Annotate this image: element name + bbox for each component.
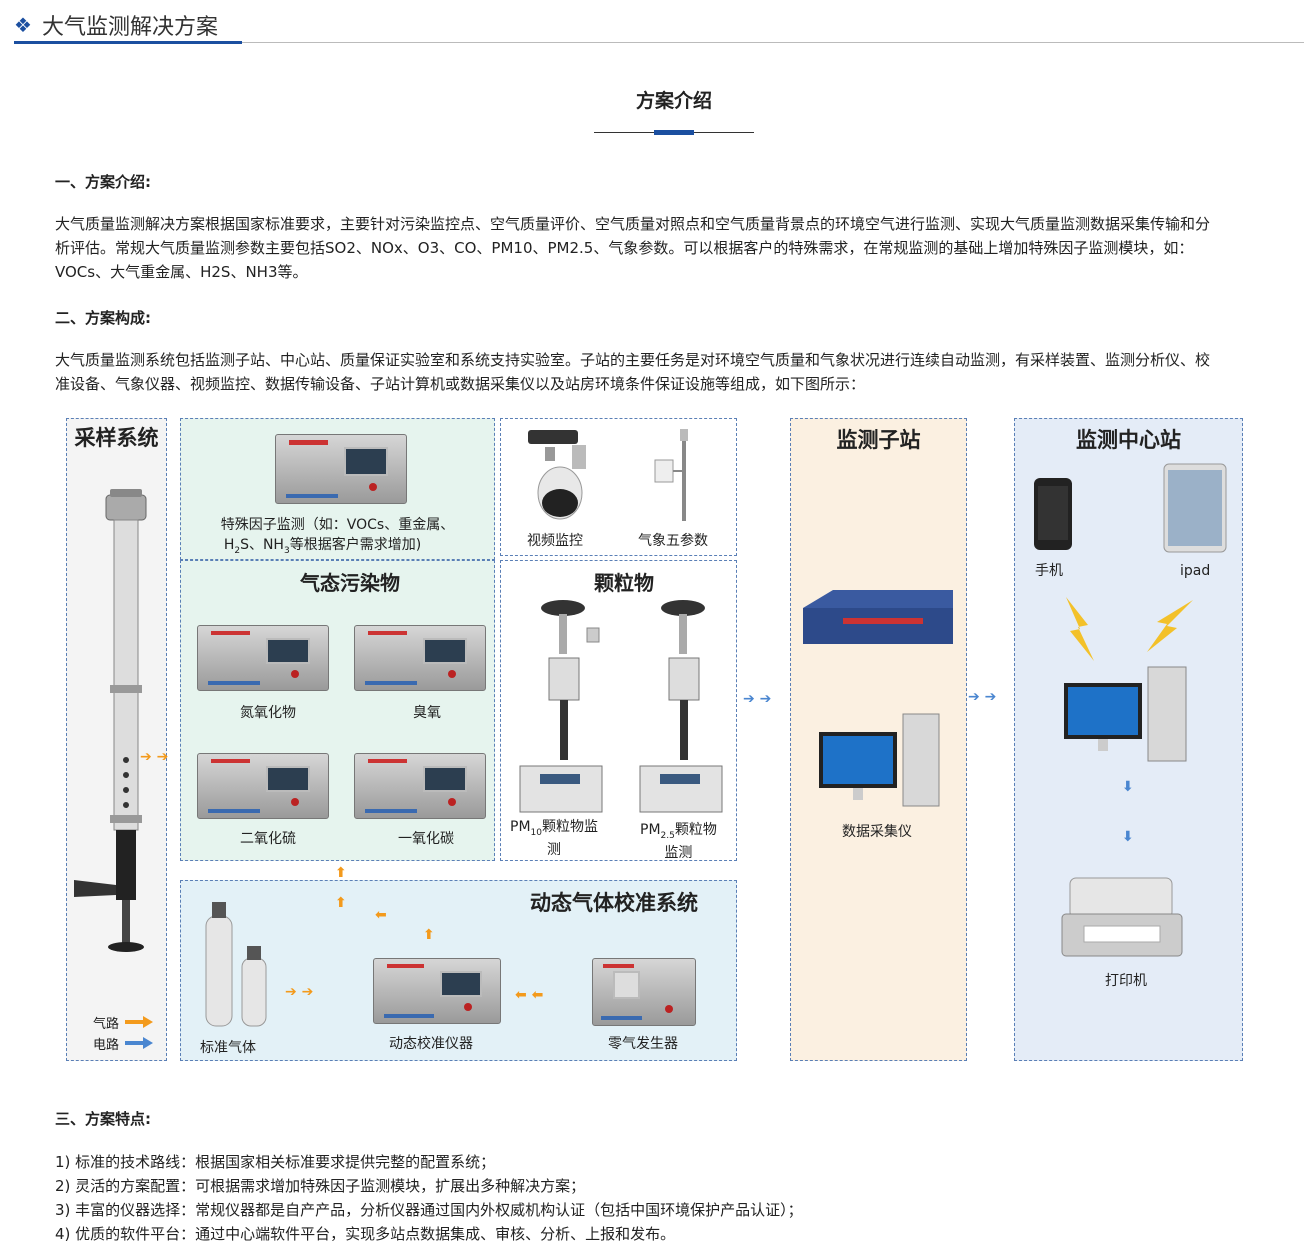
substation-title: 监测子站 [836,428,921,452]
o3-analyzer [354,625,486,691]
printer-label: 打印机 [1105,973,1147,989]
feature-item: 3) 丰富的仪器选择：常规仪器都是自产产品，分析仪器通过国内外权威机构认证（包括… [55,1201,803,1219]
gas-arrow-icon: ➔ ➔ [140,749,169,765]
std-gas-label: 标准气体 [200,1040,256,1056]
section-1-title: 一、方案介绍: [55,173,151,191]
heading-accent-bar [654,130,694,135]
page-header: ❖ 大气监测解决方案 [14,6,218,44]
gas-arrow-icon: ⬆ [335,895,347,911]
feature-item: 2) 灵活的方案配置：可根据需求增加特殊因子监测模块，扩展出多种解决方案； [55,1177,586,1195]
pm25-monitor-image [639,600,723,813]
electric-arrow-icon: ⬇ [1122,829,1134,845]
header-underline [14,41,242,44]
legend-gas-arrow-icon [125,1016,153,1028]
zero-gas-generator [592,958,696,1026]
ipad-icon [1163,463,1227,553]
particulate-title: 颗粒物 [594,571,654,595]
header-divider [14,42,1304,43]
section-3-title: 三、方案特点: [55,1110,151,1128]
feature-item: 1) 标准的技术路线：根据国家相关标准要求提供完整的配置系统； [55,1153,496,1171]
section-1-text: 大气质量监测解决方案根据国家标准要求，主要针对污染监控点、空气质量评价、空气质量… [55,215,1211,281]
legend-elec-label: 电路 [93,1038,120,1053]
gas-arrow-icon: ⬅ [375,907,387,923]
electric-arrow-icon: ➔ ➔ [743,691,772,707]
pm10-label: PM10颗粒物监 测 [510,819,598,858]
legend-elec-arrow-icon [125,1037,153,1049]
center-computer-image [1064,666,1187,762]
phone-label: 手机 [1035,563,1063,579]
co-label: 一氧化碳 [398,831,454,847]
calibrator-label: 动态校准仪器 [389,1036,473,1052]
feature-item: 4) 优质的软件平台：通过中心端软件平台，实现多站点数据集成、审核、分析、上报和… [55,1225,676,1243]
zero-gas-label: 零气发生器 [608,1036,678,1052]
video-label: 视频监控 [527,533,583,549]
center-title: 监测中心站 [1076,428,1181,452]
special-factor-label: 特殊因子监测（如：VOCs、重金属、 H2S、NH3等根据客户需求增加) [220,517,455,556]
phone-icon [1034,478,1072,550]
gas-cylinder-image [205,902,267,1027]
gas-arrow-icon: ➔ ➔ [285,984,314,1000]
calibration-title: 动态气体校准系统 [530,891,698,915]
camera-icon [528,430,586,520]
network-device-image [803,590,953,644]
pm10-monitor-image [519,600,603,813]
diamond-icon: ❖ [14,13,32,37]
gas-arrow-icon: ⬆ [335,865,347,881]
weather-station-icon [654,429,688,521]
weather-label: 气象五参数 [638,533,708,549]
data-acquisition-computer-image [819,713,940,807]
so2-analyzer [197,753,329,819]
printer-image [1061,877,1183,957]
calibrator-instrument [373,958,501,1024]
legend-gas-label: 气路 [93,1017,120,1032]
special-factor-instrument [275,434,407,504]
nox-label: 氮氧化物 [240,705,296,721]
o3-label: 臭氧 [413,705,441,721]
gas-pollutant-title: 气态污染物 [300,571,400,595]
sampling-pipe-image [74,489,147,952]
section-2-title: 二、方案构成: [55,309,151,327]
co-analyzer [354,753,486,819]
signal-bolt-icon [1147,600,1193,652]
sampling-title: 采样系统 [74,426,159,450]
nox-analyzer [197,625,329,691]
electric-arrow-icon: ➔ ➔ [968,689,997,705]
signal-bolt-icon [1066,597,1094,661]
section-heading: 方案介绍 [635,90,712,112]
gas-arrow-icon: ⬅ ⬅ [515,987,544,1003]
dau-label: 数据采集仪 [842,824,912,840]
section-2-text: 大气质量监测系统包括监测子站、中心站、质量保证实验室和系统支持实验室。子站的主要… [55,351,1211,393]
pm25-label: PM2.5颗粒物 监测 [640,822,717,861]
electric-arrow-icon: ⬇ [1122,779,1134,795]
gas-arrow-icon: ⬆ [423,927,435,943]
ipad-label: ipad [1180,563,1211,579]
so2-label: 二氧化硫 [240,831,296,847]
page-title: 大气监测解决方案 [41,15,218,40]
